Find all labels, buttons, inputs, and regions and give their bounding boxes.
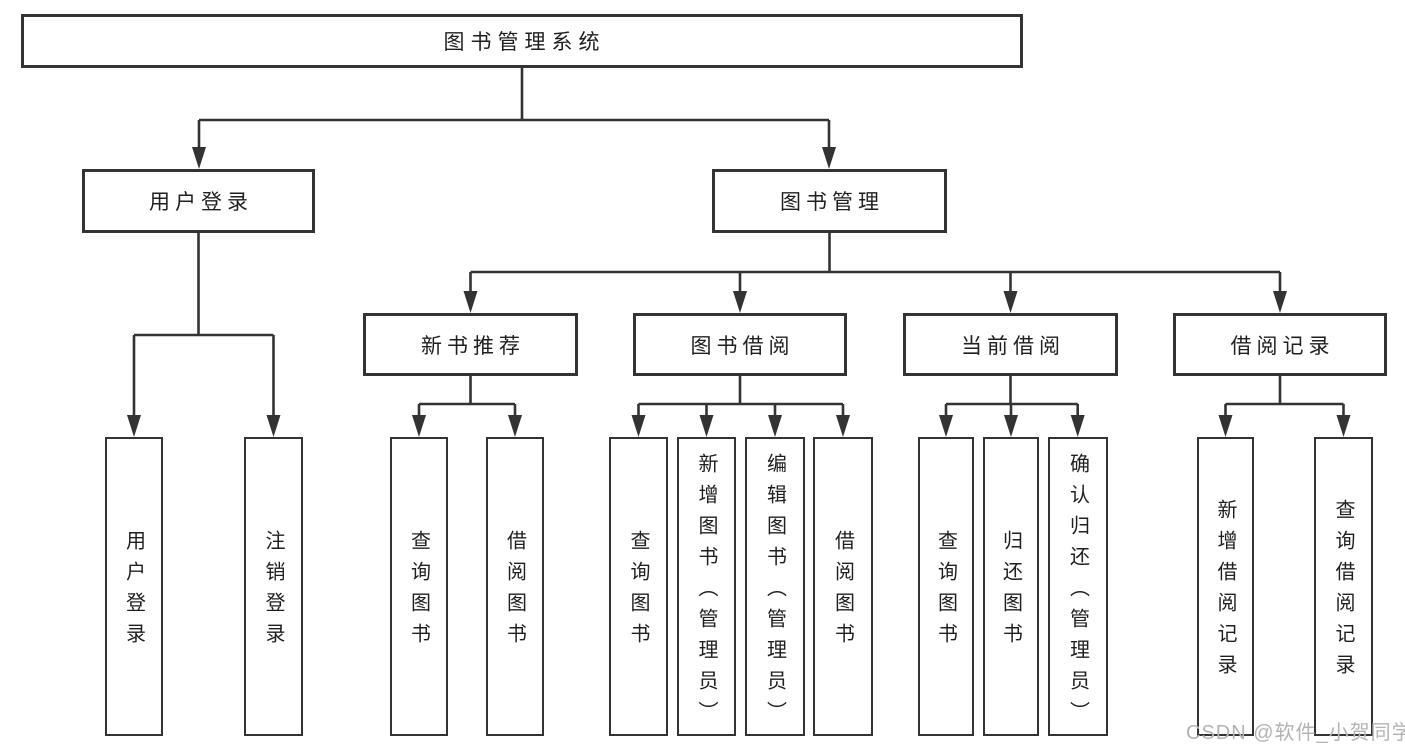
arrowhead — [836, 415, 850, 437]
arrowhead — [412, 415, 426, 437]
connector-book-borrow-children — [637, 376, 845, 416]
node-user-login: 用户登录 — [82, 169, 315, 233]
node-query-borrow-record: 查询借阅记录 — [1314, 437, 1373, 736]
arrowhead — [127, 415, 141, 437]
connector-user-login-children — [132, 233, 275, 416]
arrowheads — [127, 147, 1351, 437]
node-borrow-book-recommend: 借阅图书 — [486, 437, 544, 736]
node-query-book-current: 查询图书 — [918, 437, 974, 736]
connector-book-management-children — [469, 233, 1282, 292]
arrowhead — [939, 415, 953, 437]
node-query-book-borrow: 查询图书 — [609, 437, 668, 736]
node-confirm-return-admin: 确认归还（管理员） — [1048, 437, 1108, 736]
arrowhead — [699, 415, 714, 437]
node-query-book-recommend: 查询图书 — [390, 437, 448, 736]
connector-new-book-children — [417, 376, 517, 416]
node-root: 图书管理系统 — [21, 14, 1023, 68]
node-edit-book-admin: 编辑图书（管理员） — [745, 437, 805, 736]
node-borrow-records: 借阅记录 — [1173, 313, 1387, 376]
arrowhead — [266, 415, 281, 437]
arrowhead — [1273, 291, 1287, 313]
csdn-watermark: CSDN @软件_小贺同学 — [1186, 722, 1405, 744]
node-add-borrow-record: 新增借阅记录 — [1197, 437, 1254, 736]
connector-root-to-level2 — [197, 68, 831, 148]
node-add-book-admin: 新增图书（管理员） — [677, 437, 736, 736]
arrowhead — [1070, 415, 1085, 437]
arrowhead — [733, 291, 747, 313]
arrowhead — [192, 147, 206, 169]
node-book-management: 图书管理 — [712, 169, 947, 233]
arrowhead — [1218, 415, 1233, 437]
arrowhead — [822, 147, 836, 169]
arrowhead — [463, 291, 478, 313]
node-current-borrow: 当前借阅 — [903, 313, 1118, 376]
node-return-book: 归还图书 — [983, 437, 1039, 736]
node-user-login-action: 用户登录 — [105, 437, 163, 736]
connector-current-borrow-children — [944, 376, 1079, 416]
arrowhead — [1003, 291, 1018, 313]
arrowhead — [768, 415, 782, 437]
node-logout: 注销登录 — [244, 437, 303, 736]
connector-borrow-records-children — [1224, 376, 1345, 416]
arrowhead — [1336, 415, 1351, 437]
arrowhead — [631, 415, 646, 437]
node-book-borrow: 图书借阅 — [633, 313, 847, 376]
arrowhead — [508, 415, 522, 437]
node-borrow-book: 借阅图书 — [813, 437, 873, 736]
arrowhead — [1004, 415, 1018, 437]
node-new-book-recommend: 新书推荐 — [363, 313, 578, 376]
